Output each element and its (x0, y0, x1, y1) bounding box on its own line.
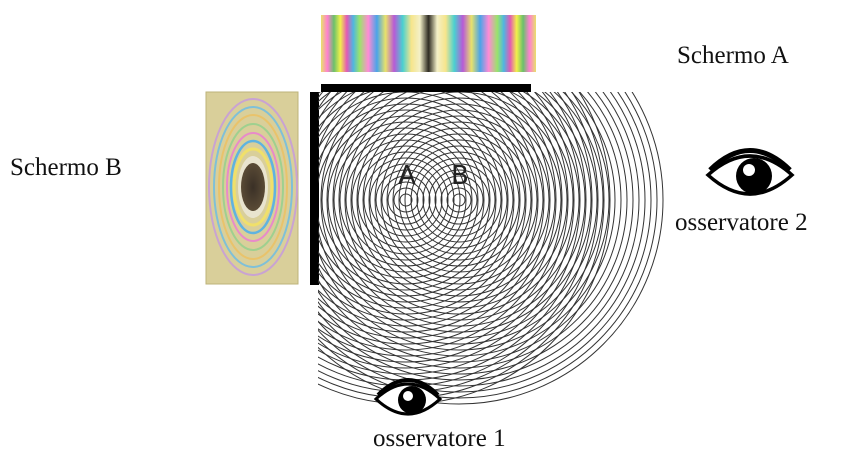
wave-ring (387, 181, 425, 219)
wave-ring (363, 157, 449, 243)
wave-ring (318, 92, 563, 357)
wave-ring (318, 92, 575, 369)
source-b-label: B (451, 161, 469, 191)
source-a-label: A (398, 161, 416, 191)
wave-ring (318, 92, 551, 345)
wave-ring (332, 92, 586, 327)
wave-ring (326, 92, 592, 333)
wave-ring (318, 103, 503, 297)
wave-ring (357, 151, 455, 249)
wave-ring (392, 133, 526, 267)
wave-ring (321, 115, 491, 285)
wave-ring (440, 181, 478, 219)
wave-ring (318, 92, 610, 351)
screen-b-label: Schermo B (10, 154, 122, 181)
wave-ring (380, 121, 538, 279)
wave-ring (351, 145, 461, 255)
wave-ring (369, 163, 443, 237)
wave-ring (404, 145, 514, 255)
screen-b-bar (310, 92, 319, 285)
wave-ring (320, 92, 598, 339)
eye-icon (705, 148, 795, 196)
wave-ring (318, 92, 533, 327)
wave-ring (318, 92, 628, 369)
screen-a-bar (321, 84, 531, 92)
wave-ring (318, 92, 527, 321)
wave-ring (452, 193, 466, 207)
wave-ring (356, 97, 562, 303)
wave-ring (338, 92, 580, 321)
observer-1-label: osservatore 1 (373, 425, 506, 452)
wave-ring (318, 92, 652, 393)
wave-ring (410, 151, 508, 249)
wave-ring (428, 169, 490, 231)
wave-ring (368, 109, 550, 291)
wave-ring (416, 157, 502, 243)
wave-ring (345, 139, 467, 261)
wave-ring (398, 139, 520, 261)
wave-ring (381, 175, 431, 225)
wave-ring (386, 127, 532, 273)
wave-ring (318, 92, 664, 405)
wave-ring (318, 92, 604, 345)
wave-ring (362, 103, 556, 297)
wave-ring (318, 92, 658, 399)
wave-ring (318, 92, 634, 375)
wave-ring (374, 115, 544, 285)
wave-ring (318, 92, 616, 357)
wave-ring (318, 97, 509, 303)
screen-a-fringe-pattern (321, 15, 536, 72)
wave-ring (318, 92, 545, 339)
wave-ring (318, 92, 581, 375)
wave-ring (344, 92, 574, 315)
wave-ring (318, 92, 557, 351)
wave-ring (339, 133, 473, 267)
wave-rings (318, 92, 664, 405)
wave-ring (318, 109, 497, 291)
wave-ring (422, 163, 496, 237)
wave-ring (434, 175, 484, 225)
wave-ring (318, 92, 646, 387)
wave-ring (375, 169, 437, 231)
screen-a-label: Schermo A (677, 42, 789, 69)
observer-2-label: osservatore 2 (675, 209, 808, 236)
wave-ring (318, 92, 539, 333)
wave-ring (446, 187, 472, 213)
screen-b-fringe-pattern (205, 91, 299, 285)
wave-ring (318, 92, 515, 309)
wave-ring (350, 92, 568, 309)
wave-ring (318, 92, 640, 381)
wave-ring (333, 127, 479, 273)
wave-ring (399, 193, 413, 207)
eye-icon (373, 378, 443, 416)
wave-ring (318, 92, 622, 363)
wave-ring (318, 92, 569, 363)
wave-ring (327, 121, 485, 279)
